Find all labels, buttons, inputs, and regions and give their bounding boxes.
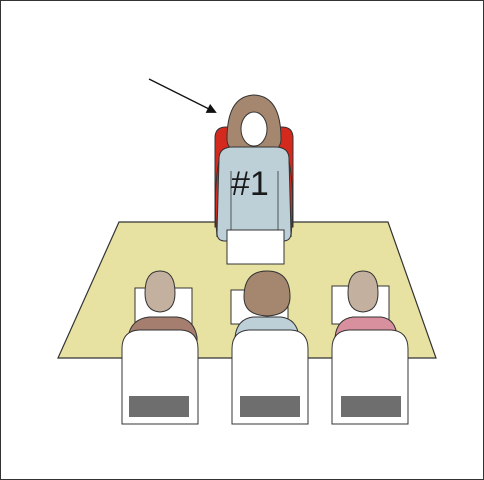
speaker-paper: [227, 230, 284, 264]
audience-middle-placard: [240, 396, 300, 417]
speaker-face: [241, 112, 267, 146]
audience-left-placard: [129, 396, 189, 417]
audience-left-head: [145, 271, 175, 312]
arrow-icon: [149, 79, 215, 112]
audience-right-placard: [341, 396, 401, 417]
audience-middle-head: [244, 271, 290, 316]
audience-right-head: [348, 271, 378, 312]
speaker-badge-label: #1: [231, 165, 269, 203]
